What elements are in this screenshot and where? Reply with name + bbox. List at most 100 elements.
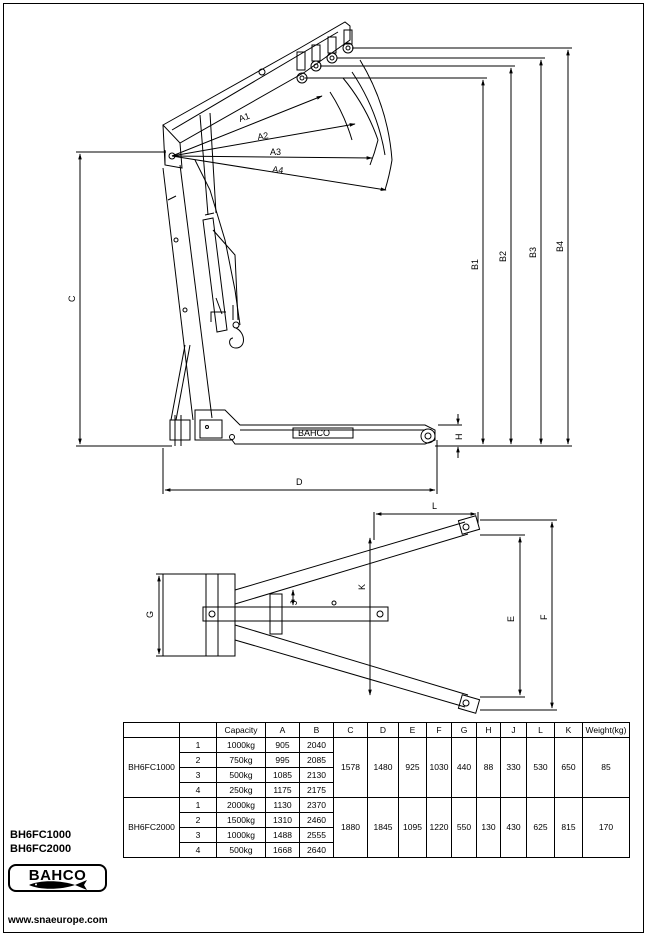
c-cell: 1880 (333, 797, 368, 858)
label-a1: A1 (237, 111, 251, 124)
label-k: K (357, 584, 367, 590)
position-cell: 3 (179, 827, 217, 843)
label-d: D (296, 477, 303, 487)
table-row: 4 250kg 1175 2175 (124, 782, 630, 798)
b-cell: 2175 (299, 782, 334, 798)
model-name: BH6FC1000 (123, 737, 180, 798)
base-leg (169, 409, 436, 446)
l-cell: 530 (526, 737, 555, 798)
capacity-cell: 500kg (216, 842, 266, 858)
a-cell: 1488 (265, 827, 300, 843)
label-j: J (289, 601, 299, 606)
label-b2: B2 (498, 251, 508, 262)
website-link[interactable]: www.snaeurope.com (8, 915, 108, 926)
b-cell: 2460 (299, 812, 334, 828)
header-cell: B (299, 722, 334, 738)
weight-cell: 170 (582, 797, 630, 858)
model-title: BH6FC1000 (10, 829, 72, 841)
label-a2: A2 (257, 130, 270, 142)
capacity-cell: 750kg (216, 752, 266, 768)
table-row: BH6FC2000 1 2000kg 1130 2370 1880 1845 1… (123, 797, 630, 858)
brand-plate (292, 427, 354, 439)
model-titles: BH6FC1000 BH6FC2000 (10, 828, 71, 856)
label-b1: B1 (470, 259, 480, 270)
label-l: L (432, 501, 437, 511)
bahco-logo: BAHCO (8, 864, 107, 892)
b-cell: 2040 (299, 737, 334, 753)
top-view: G J K L E F (145, 501, 557, 714)
g-cell: 440 (451, 737, 477, 798)
height-dims (305, 47, 572, 447)
header-cell: D (367, 722, 399, 738)
legs (234, 515, 481, 714)
position-cell: 1 (179, 737, 217, 753)
capacity-cell: 1000kg (216, 737, 266, 753)
b-cell: 2130 (299, 767, 334, 783)
position-cell: 2 (179, 812, 217, 828)
position-cell: 2 (179, 752, 217, 768)
position-cell: 4 (179, 782, 217, 798)
d-cell: 1480 (367, 737, 399, 798)
fish-icon (29, 880, 87, 890)
label-e: E (506, 616, 516, 622)
e-cell: 925 (398, 737, 427, 798)
b-cell: 2370 (299, 797, 334, 813)
capacity-cell: 500kg (216, 767, 266, 783)
label-a4: A4 (272, 164, 284, 175)
label-c: C (67, 295, 77, 302)
a-cell: 995 (265, 752, 300, 768)
header-cell: C (333, 722, 368, 738)
a-cell: 1130 (265, 797, 300, 813)
page-frame (3, 3, 644, 933)
h-cell: 130 (476, 797, 501, 858)
position-cell: 3 (179, 767, 217, 783)
a-cell: 905 (265, 737, 300, 753)
reach-arcs (171, 59, 393, 191)
capacity-cell: 1000kg (216, 827, 266, 843)
boom (162, 21, 351, 169)
j-cell: 330 (500, 737, 527, 798)
label-a3: A3 (270, 147, 281, 157)
header-cell: H (476, 722, 501, 738)
capacity-cell: 2000kg (216, 797, 266, 813)
capacity-cell: 250kg (216, 782, 266, 798)
position-cell: 4 (179, 842, 217, 858)
table-row: 4 500kg 1668 2640 (124, 842, 630, 858)
center-boom (202, 593, 389, 635)
header-cell: L (526, 722, 555, 738)
header-cell: Capacity (216, 722, 266, 738)
hook-positions (296, 29, 354, 84)
k-cell: 650 (554, 737, 583, 798)
weight-cell: 85 (582, 737, 630, 798)
b-cell: 2555 (299, 827, 334, 843)
k-cell: 815 (554, 797, 583, 858)
brand-plate-text: BAHCO (298, 428, 330, 438)
label-f: F (539, 614, 549, 620)
header-cell: A (265, 722, 300, 738)
a-cell: 1085 (265, 767, 300, 783)
a-cell: 1175 (265, 782, 300, 798)
c-cell: 1578 (333, 737, 368, 798)
f-cell: 1220 (426, 797, 452, 858)
mast-strut (170, 344, 186, 421)
header-cell: F (426, 722, 452, 738)
a-cell: 1310 (265, 812, 300, 828)
logo-text: BAHCO (28, 867, 87, 884)
b-cell: 2640 (299, 842, 334, 858)
j-cell: 430 (500, 797, 527, 858)
model-name: BH6FC2000 (123, 797, 180, 858)
capacity-cell: 1500kg (216, 812, 266, 828)
hydraulic-ram (194, 112, 241, 333)
e-cell: 1095 (398, 797, 427, 858)
l-cell: 625 (526, 797, 555, 858)
position-cell: 1 (179, 797, 217, 813)
header-cell: Weight(kg) (582, 722, 630, 738)
header-cell: J (500, 722, 527, 738)
table-row: 2 750kg 995 2085 (124, 752, 630, 768)
spec-table: Capacity A B C D E F G H J L K Weight(kg… (123, 722, 630, 858)
header-cell: K (554, 722, 583, 738)
model-title: BH6FC2000 (10, 843, 72, 855)
h-cell: 88 (476, 737, 501, 798)
table-row: BH6FC1000 1 1000kg 905 2040 1578 1480 92… (123, 737, 630, 798)
